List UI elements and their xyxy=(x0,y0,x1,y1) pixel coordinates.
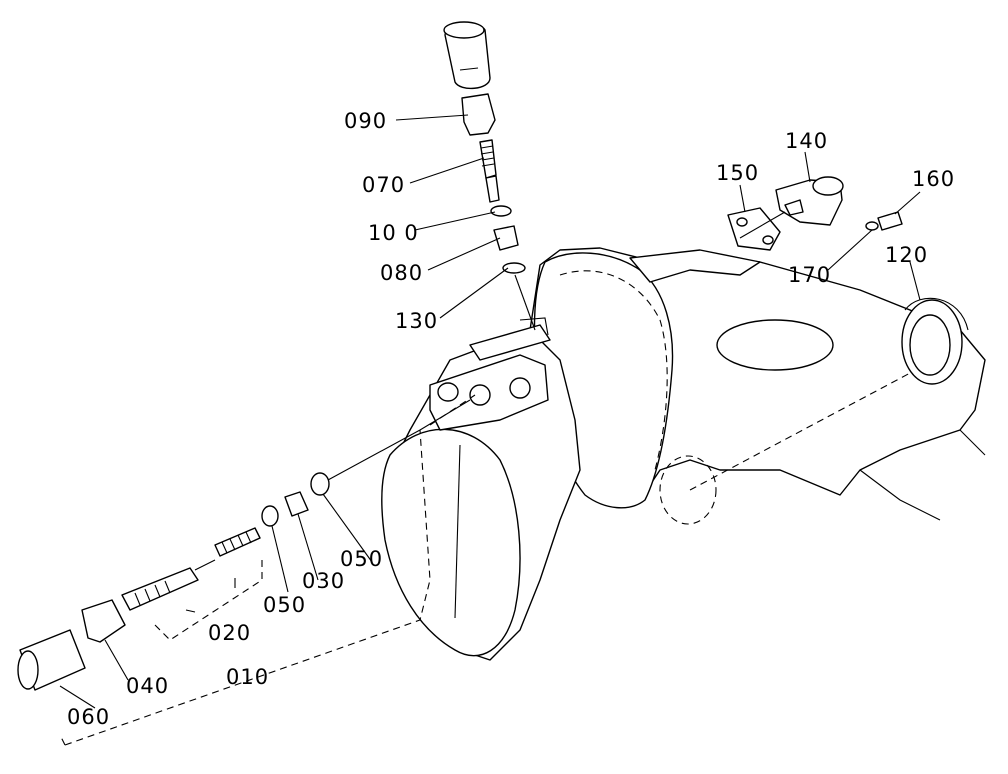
callout-120: 120 xyxy=(885,243,928,267)
callout-070: 070 xyxy=(362,173,405,197)
washer-170 xyxy=(865,221,879,231)
part-030 xyxy=(284,491,309,517)
washer-050a xyxy=(261,505,279,527)
callout-150: 150 xyxy=(716,161,759,185)
callout-140: 140 xyxy=(785,129,828,153)
callout-100: 10 0 xyxy=(368,221,419,245)
screw-160 xyxy=(877,211,903,231)
gasket-150 xyxy=(727,207,781,251)
callout-040: 040 xyxy=(126,674,169,698)
callout-050-upper: 050 xyxy=(340,547,383,571)
right-small-parts xyxy=(727,176,903,251)
callout-130: 130 xyxy=(395,309,438,333)
callout-020: 020 xyxy=(208,621,251,645)
seal-120 xyxy=(901,297,969,385)
part-040 xyxy=(81,599,126,643)
callout-060: 060 xyxy=(67,705,110,729)
part-130 xyxy=(502,262,526,274)
spring-020 xyxy=(214,527,261,557)
callout-050-lower: 050 xyxy=(263,593,306,617)
housing xyxy=(381,247,986,661)
top-valve-stack xyxy=(443,21,536,331)
part-090 xyxy=(461,93,496,136)
washer-050b xyxy=(310,472,330,496)
callout-010: 010 xyxy=(226,665,269,689)
callout-030: 030 xyxy=(302,569,345,593)
callout-170: 170 xyxy=(788,263,831,287)
grouping-lines xyxy=(59,371,913,746)
callout-080: 080 xyxy=(380,261,423,285)
callout-160: 160 xyxy=(912,167,955,191)
part-100 xyxy=(490,205,512,217)
callout-090: 090 xyxy=(344,109,387,133)
shaft-assembly xyxy=(17,399,471,691)
part-020-rod xyxy=(121,567,199,611)
part-080 xyxy=(493,225,519,251)
callout-labels: 090 070 10 0 080 130 150 140 160 170 120… xyxy=(67,109,955,729)
leader-lines xyxy=(59,114,921,709)
